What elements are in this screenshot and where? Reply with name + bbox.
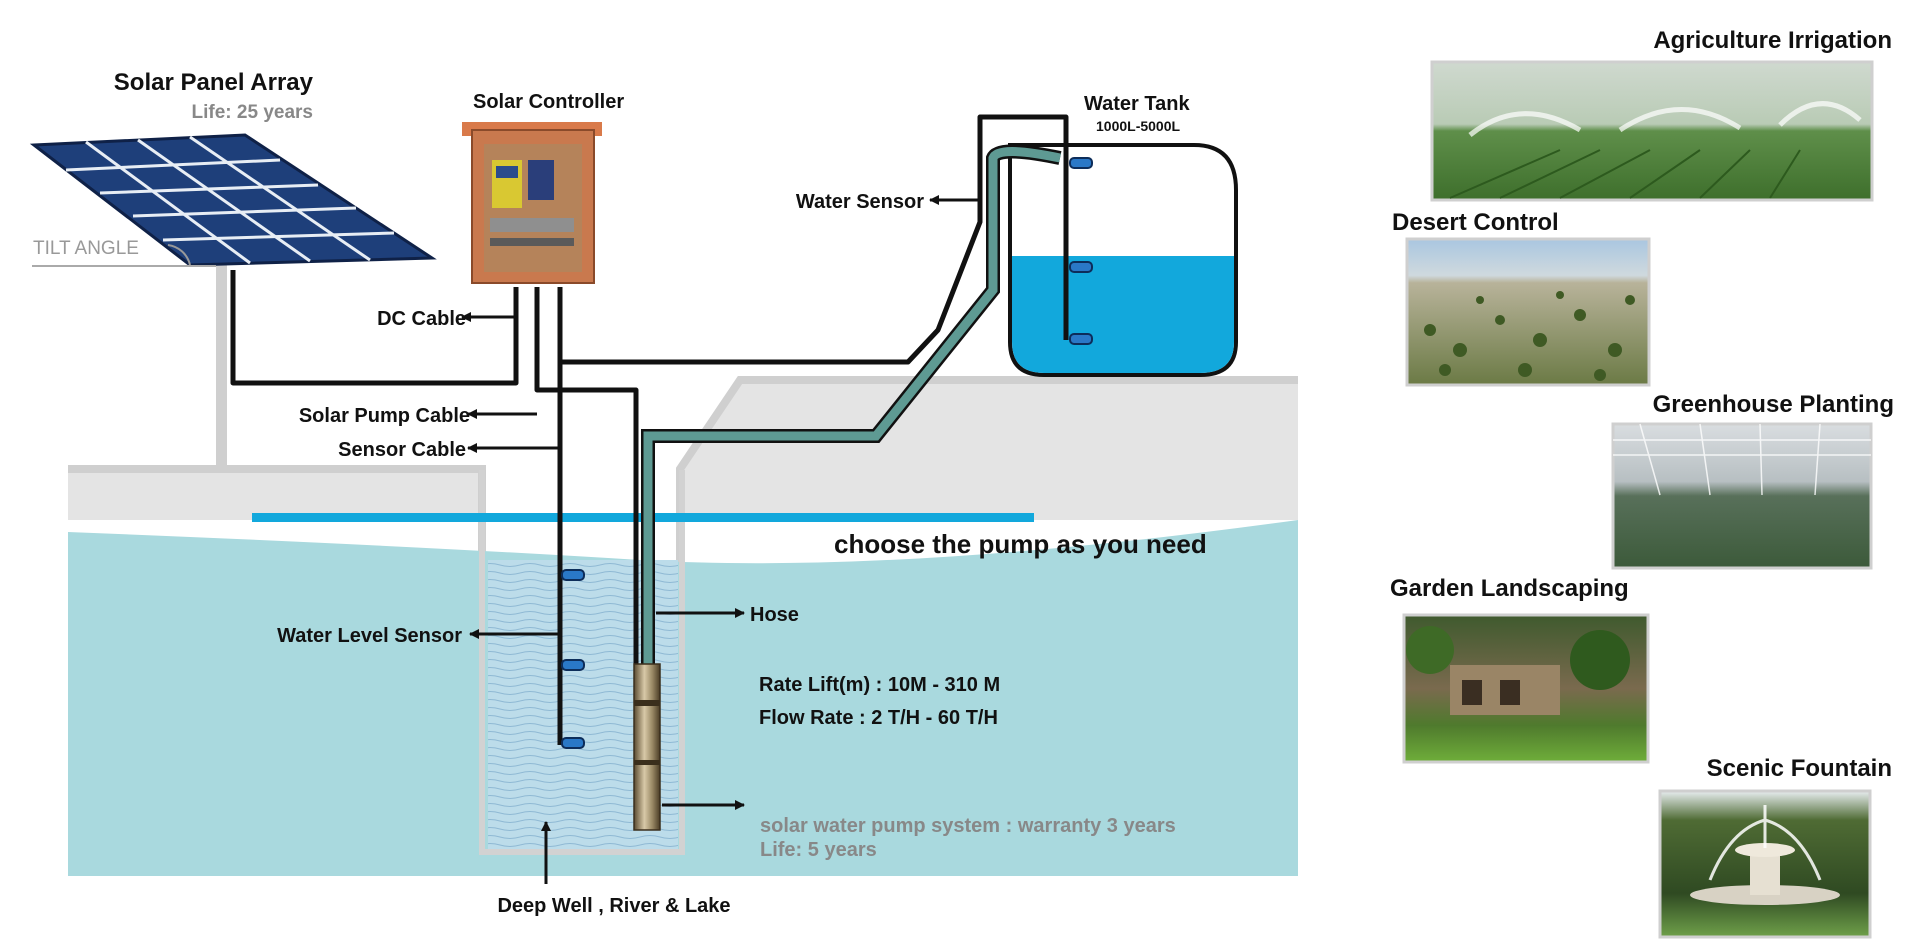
desert-photo	[1405, 237, 1651, 387]
solar-panel-life: Life: 25 years	[192, 102, 313, 123]
garden-photo	[1402, 613, 1650, 764]
ground-right	[680, 380, 1298, 520]
ground-left	[68, 469, 482, 520]
solar-controller-title: Solar Controller	[473, 91, 624, 113]
tank-sensor-top	[1069, 157, 1093, 169]
fountain-photo	[1658, 789, 1872, 939]
hose-label: Hose	[750, 604, 799, 626]
water-sensor-label: Water Sensor	[796, 191, 924, 213]
app-title-greenhouse: Greenhouse Planting	[1653, 391, 1894, 418]
tank-sensor-mid	[1069, 261, 1093, 273]
sensor-cable-label: Sensor Cable	[338, 439, 466, 461]
deep-well-label: Deep Well , River & Lake	[497, 895, 730, 917]
solar-controller	[462, 122, 602, 284]
applications-panel: Agriculture Irrigation Desert Control Gr…	[1390, 27, 1894, 939]
solar-panel-title: Solar Panel Array	[114, 69, 314, 96]
tagline: choose the pump as you need	[834, 529, 1207, 559]
rate-lift-spec: Rate Lift(m) : 10M - 310 M	[759, 674, 1000, 696]
agriculture-photo	[1430, 60, 1874, 202]
water-tank-capacity: 1000L-5000L	[1096, 118, 1181, 134]
warranty-text: solar water pump system : warranty 3 yea…	[760, 815, 1176, 837]
tank-sensor-low	[1069, 333, 1093, 345]
water-tank-title: Water Tank	[1084, 93, 1190, 115]
tank-sensor-cable	[560, 114, 1069, 365]
greenhouse-photo	[1611, 422, 1873, 570]
tilt-angle-label: TILT ANGLE	[33, 238, 139, 259]
app-title-desert: Desert Control	[1392, 209, 1559, 236]
solar-panel	[29, 133, 437, 471]
app-title-garden: Garden Landscaping	[1390, 575, 1629, 602]
well-sensor-top	[561, 569, 585, 581]
submersible-pump	[633, 663, 661, 831]
panel-dc-cable	[230, 270, 519, 386]
app-title-fountain: Scenic Fountain	[1707, 755, 1892, 782]
well-sensor-mid	[561, 659, 585, 671]
app-title-agriculture: Agriculture Irrigation	[1653, 27, 1892, 54]
solar-pump-cable	[534, 287, 639, 665]
dc-cable-label: DC Cable	[377, 308, 466, 330]
well-sensor-low	[561, 737, 585, 749]
water-level-sensor-label: Water Level Sensor	[277, 625, 462, 647]
well-walls	[479, 470, 685, 855]
water-tank	[1008, 143, 1238, 377]
flow-rate-spec: Flow Rate : 2 T/H - 60 T/H	[759, 707, 998, 729]
solar-pump-cable-label: Solar Pump Cable	[299, 405, 470, 427]
pump-life-text: Life: 5 years	[760, 839, 877, 861]
